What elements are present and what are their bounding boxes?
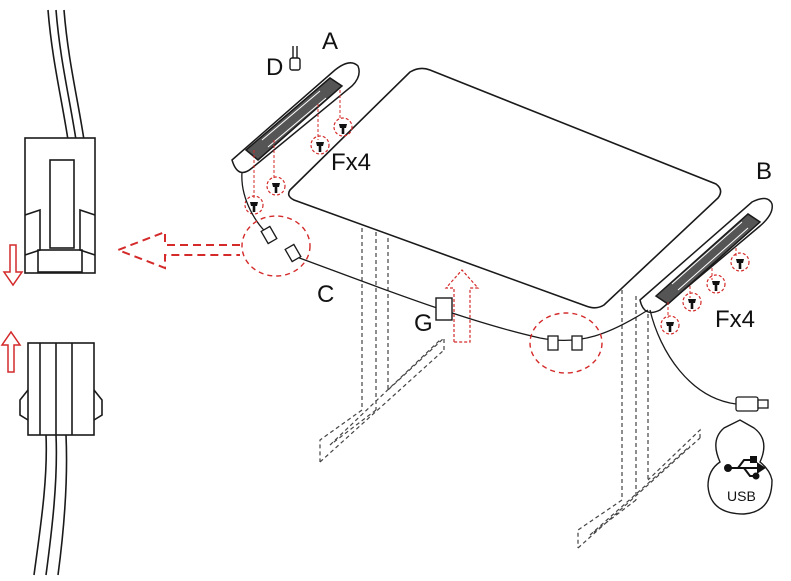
handset-a-screw-guides <box>253 90 341 198</box>
desk-top <box>287 67 722 309</box>
label-screws-a: Fx4 <box>331 149 372 176</box>
cable-clip-g <box>435 297 453 321</box>
label-d: D <box>266 54 284 81</box>
connection-highlight-circles <box>241 215 603 374</box>
handset-b-screw-guides <box>667 248 737 318</box>
clip-arrow-icon <box>444 269 480 343</box>
usb-plug <box>735 396 769 412</box>
screw-icon <box>730 252 750 272</box>
usb-icon <box>724 456 766 480</box>
label-b: B <box>756 158 773 185</box>
label-a: A <box>322 28 339 55</box>
label-c: C <box>317 281 335 308</box>
screw-icon <box>333 117 353 137</box>
screw-icon <box>706 274 726 294</box>
d-screw-icon <box>289 46 301 71</box>
arrow-down-icon <box>2 244 24 287</box>
screw-icon <box>682 292 702 312</box>
label-usb: USB <box>727 488 756 504</box>
connector-closeup <box>19 9 103 576</box>
handset-b <box>639 197 773 314</box>
screw-icon <box>266 176 286 196</box>
label-screws-b: Fx4 <box>715 306 756 333</box>
arrow-up-icon <box>0 330 22 373</box>
desk-frame <box>319 228 701 549</box>
screw-icon <box>310 135 330 155</box>
label-g: G <box>414 310 433 337</box>
dashed-arrow-left-icon <box>115 230 240 270</box>
connector-icon <box>260 225 583 351</box>
screw-icon <box>660 315 680 335</box>
